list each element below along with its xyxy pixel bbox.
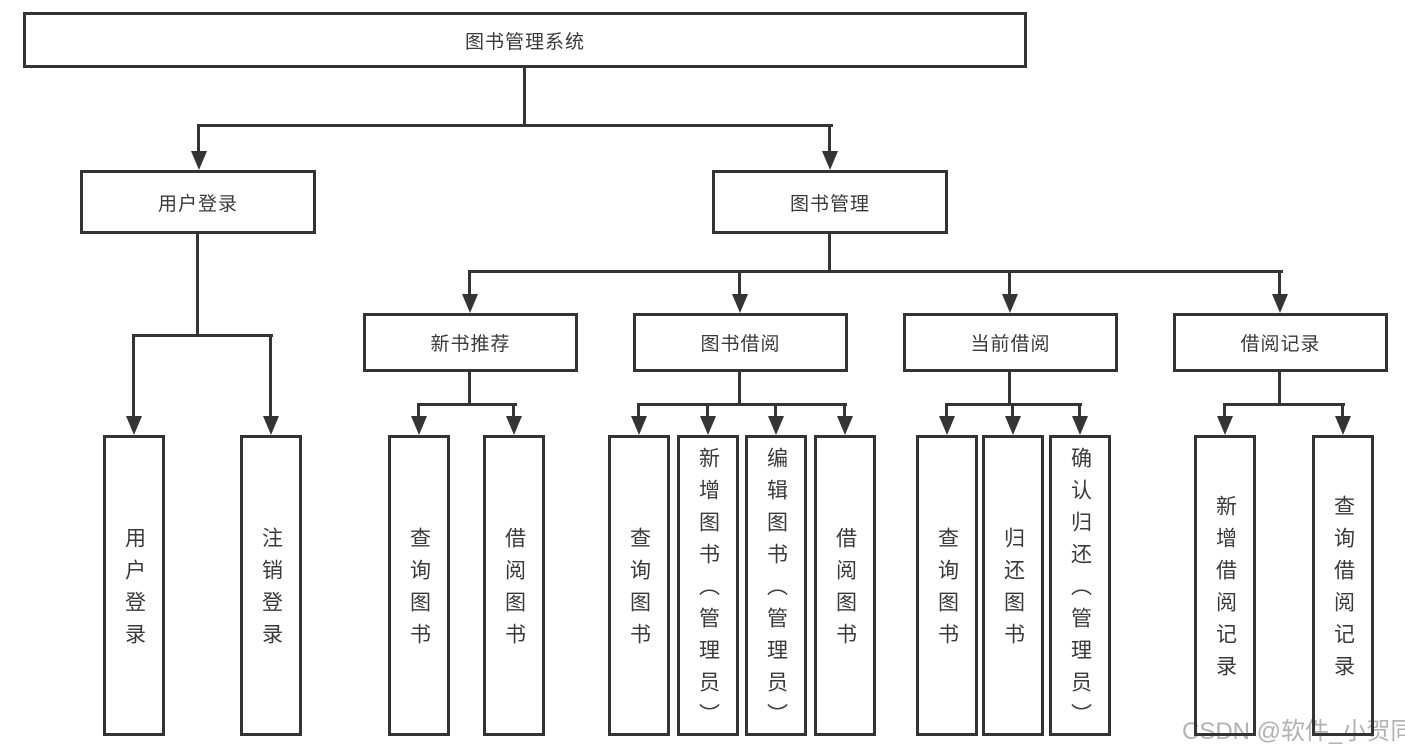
node-current-borrow-label: 当前借阅 <box>970 334 1051 355</box>
connector-stem-current-borrow <box>1008 372 1011 406</box>
leaf-confirm-return-admin: 确认归还（管理员） <box>1049 435 1111 736</box>
leaf-edit-books-admin: 编辑图书（管理员） <box>745 435 807 736</box>
connector-arrow-br-query <box>1334 403 1351 435</box>
node-root-label: 图书管理系统 <box>464 31 585 53</box>
connector-stem-borrow-records <box>1278 372 1281 406</box>
node-root: 图书管理系统 <box>23 12 1027 68</box>
connector-arrow-new-book <box>461 270 478 313</box>
connector-rail-root <box>197 124 833 127</box>
leaf-query-books-recommend: 查询图书 <box>388 435 450 736</box>
leaf-add-borrow-record: 新增借阅记录 <box>1194 435 1256 736</box>
leaf-borrow-books: 借阅图书 <box>814 435 876 736</box>
connector-arrow-user-login <box>190 124 207 170</box>
node-borrow-records: 借阅记录 <box>1173 313 1388 372</box>
node-user-login: 用户登录 <box>80 170 316 234</box>
leaf-user-login-label: 用户登录 <box>122 527 146 655</box>
node-user-login-label: 用户登录 <box>157 193 238 215</box>
leaf-borrow-books-recommend-label: 借阅图书 <box>502 527 526 655</box>
node-borrow-records-label: 借阅记录 <box>1240 334 1321 355</box>
node-current-borrow: 当前借阅 <box>903 313 1118 372</box>
connector-stem-book-borrow <box>738 372 741 406</box>
leaf-query-books-recommend-label: 查询图书 <box>407 527 431 655</box>
connector-arrow-bb-add <box>699 403 716 435</box>
connector-rail-book-management <box>468 270 1283 273</box>
connector-arrow-bb-edit <box>767 403 784 435</box>
node-book-management: 图书管理 <box>712 170 948 234</box>
connector-stem-root <box>523 68 526 126</box>
leaf-query-borrow-record-label: 查询借阅记录 <box>1331 495 1355 687</box>
leaf-query-books-borrow-label: 查询图书 <box>627 527 651 655</box>
connector-arrow-book-management <box>821 124 838 170</box>
connector-arrow-bb-borrow <box>836 403 853 435</box>
connector-arrow-br-add <box>1216 403 1233 435</box>
leaf-borrow-books-label: 借阅图书 <box>833 527 857 655</box>
leaf-query-books-current: 查询图书 <box>916 435 978 736</box>
connector-stem-book-management <box>828 234 831 273</box>
leaf-logout-login-label: 注销登录 <box>259 527 283 655</box>
node-new-book-recommend-label: 新书推荐 <box>430 334 511 355</box>
node-book-borrow: 图书借阅 <box>633 313 848 372</box>
node-new-book-recommend: 新书推荐 <box>363 313 578 372</box>
connector-arrow-cb-query <box>938 403 955 435</box>
connector-rail-borrow-records <box>1223 403 1345 406</box>
connector-rail-new-book <box>417 403 517 406</box>
connector-stem-new-book <box>468 372 471 406</box>
leaf-return-books: 归还图书 <box>982 435 1044 736</box>
connector-arrow-book-borrow <box>731 270 748 313</box>
connector-stem-user-login <box>196 234 199 336</box>
leaf-confirm-return-admin-label: 确认归还（管理员） <box>1068 447 1092 735</box>
connector-arrow-cb-return <box>1004 403 1021 435</box>
leaf-user-login: 用户登录 <box>103 435 165 736</box>
leaf-query-borrow-record: 查询借阅记录 <box>1312 435 1374 736</box>
node-book-management-label: 图书管理 <box>789 193 870 215</box>
connector-rail-book-borrow <box>637 403 847 406</box>
leaf-query-books-current-label: 查询图书 <box>935 527 959 655</box>
connector-arrow-borrow-records <box>1271 270 1288 313</box>
connector-arrow-cb-confirm <box>1071 403 1088 435</box>
connector-arrow-nb-borrow <box>505 403 522 435</box>
connector-arrow-leaf-logout <box>262 334 279 435</box>
leaf-borrow-books-recommend: 借阅图书 <box>483 435 545 736</box>
connector-arrow-leaf-user-login <box>125 334 142 435</box>
connector-arrow-bb-query <box>630 403 647 435</box>
leaf-query-books-borrow: 查询图书 <box>608 435 670 736</box>
leaf-logout-login: 注销登录 <box>240 435 302 736</box>
leaf-edit-books-admin-label: 编辑图书（管理员） <box>764 447 788 735</box>
node-book-borrow-label: 图书借阅 <box>700 334 781 355</box>
leaf-add-books-admin: 新增图书（管理员） <box>677 435 739 736</box>
leaf-add-books-admin-label: 新增图书（管理员） <box>696 447 720 735</box>
connector-rail-user-login <box>132 334 273 337</box>
leaf-return-books-label: 归还图书 <box>1001 527 1025 655</box>
leaf-add-borrow-record-label: 新增借阅记录 <box>1213 495 1237 687</box>
csdn-watermark: CSDN @软件_小贺同学 <box>1182 718 1405 745</box>
connector-arrow-nb-query <box>410 403 427 435</box>
connector-arrow-current-borrow <box>1001 270 1018 313</box>
